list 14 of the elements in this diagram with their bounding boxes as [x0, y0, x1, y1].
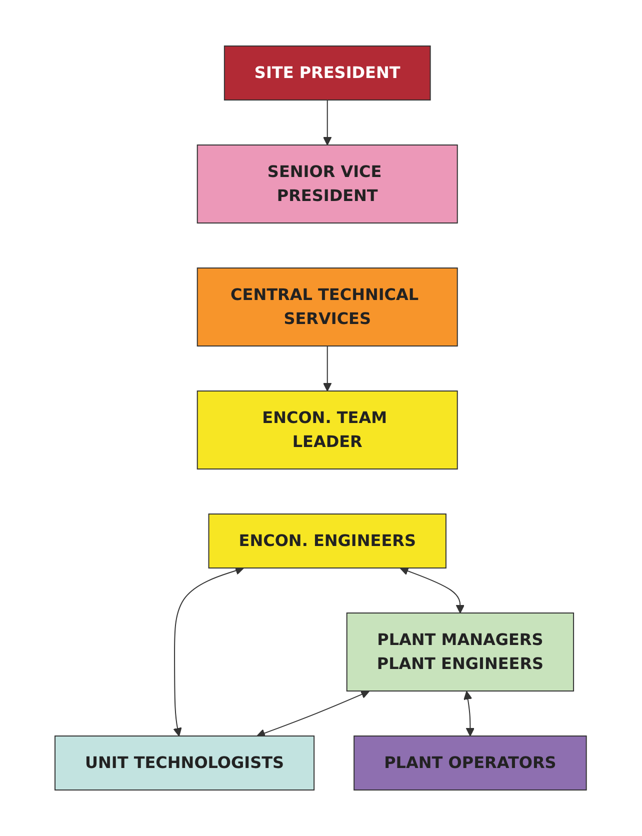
- arrow: [400, 566, 465, 614]
- node-box: CENTRAL TECHNICAL SERVICES: [197, 268, 458, 346]
- node-box: PLANT OPERATORS: [354, 736, 588, 790]
- node-box: PLANT MANAGERS PLANT ENGINEERS: [346, 612, 574, 692]
- node-box: UNIT TECHNOLOGISTS: [54, 736, 315, 790]
- node-box: SITE PRESIDENT: [224, 46, 432, 100]
- arrow: [256, 690, 370, 738]
- arrow: [323, 100, 332, 146]
- node-box: SENIOR VICE PRESIDENT: [197, 144, 458, 224]
- arrow: [323, 346, 332, 392]
- arrow: [464, 691, 475, 736]
- arrow: [174, 566, 244, 736]
- node-box: ENCON. TEAM LEADER: [197, 390, 458, 470]
- node-box: ENCON. ENGINEERS: [208, 514, 447, 568]
